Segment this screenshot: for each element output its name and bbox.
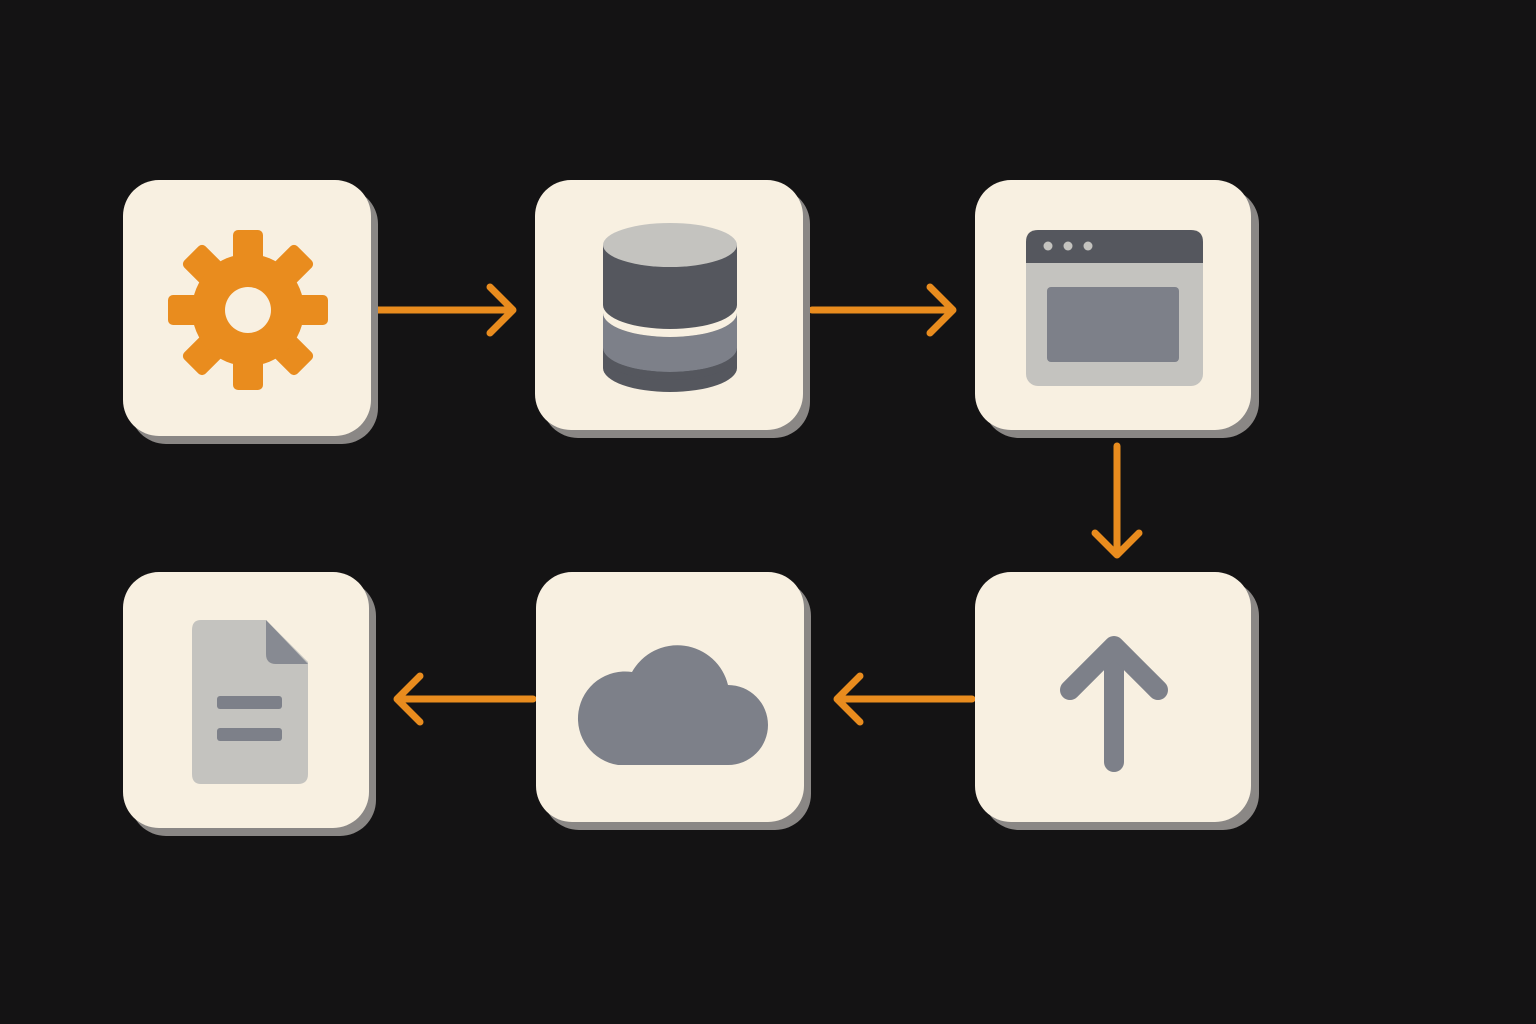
- node-upload: [975, 572, 1259, 830]
- node-cloud: [536, 572, 811, 830]
- arrow-settings-to-database: [374, 283, 517, 337]
- node-database: [535, 180, 810, 438]
- database-icon: [603, 223, 737, 392]
- node-settings: [123, 180, 378, 444]
- arrow-upload-to-cloud: [833, 672, 976, 726]
- cloud-icon: [577, 645, 768, 765]
- arrow-browser-to-upload: [1091, 442, 1143, 559]
- arrow-up-icon: [1060, 636, 1168, 772]
- arrow-database-to-browser: [808, 283, 957, 337]
- node-document: [123, 572, 376, 836]
- browser-window-icon: [1026, 230, 1203, 386]
- arrow-cloud-to-document: [393, 672, 537, 726]
- gear-icon: [168, 230, 328, 390]
- node-browser: [975, 180, 1259, 438]
- document-icon: [192, 620, 308, 784]
